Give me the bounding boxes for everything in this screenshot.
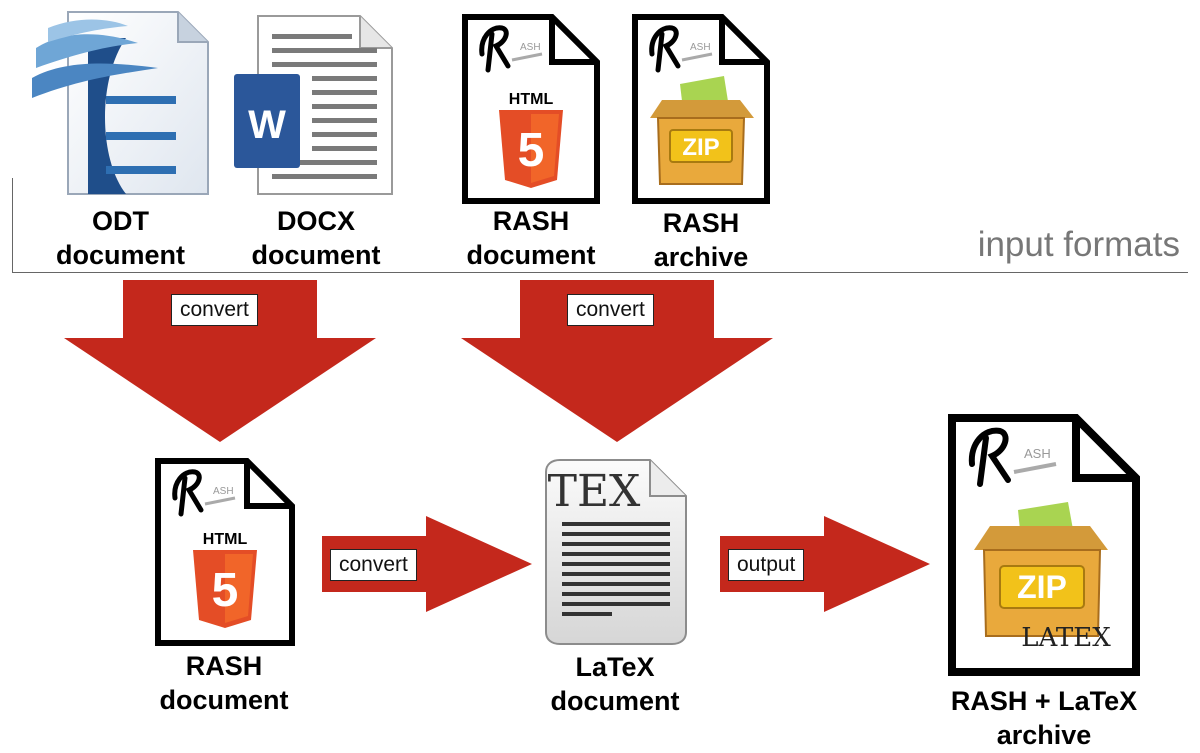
input-section-border-bottom [12, 272, 1188, 273]
rash-html-document-icon-middle: ASH HTML 5 [155, 458, 295, 646]
convert-right-tag: convert [330, 549, 417, 581]
input-formats-caption: input formats [977, 225, 1180, 264]
html-label: HTML [509, 91, 554, 108]
rash-archive-input-label: RASH archive [653, 208, 749, 272]
latex-document-label: LaTeX document [550, 652, 680, 716]
convert-down-arrow-right [461, 280, 773, 442]
output-archive-label: RASH + LaTeX archive [950, 686, 1138, 750]
docx-document-icon: W [234, 15, 393, 195]
rash-document-middle-label: RASH document [159, 651, 289, 715]
convert-down-left-tag: convert [171, 294, 258, 326]
word-logo-letter: W [248, 103, 286, 147]
convert-down-right-tag: convert [567, 294, 654, 326]
zip-label: ZIP [682, 134, 719, 161]
rash-html-document-icon: ASH HTML 5 [462, 14, 600, 204]
rash-zip-archive-icon: ASH ZIP [632, 14, 770, 204]
odt-document-label: ODT document [55, 206, 185, 270]
svg-text:ASH: ASH [213, 486, 234, 497]
rash-document-input-label: RASH document [466, 206, 596, 270]
output-right-tag: output [728, 549, 805, 581]
tex-logo: TEX [548, 466, 641, 517]
zip-label: ZIP [1017, 569, 1067, 605]
convert-right-arrow [322, 516, 532, 612]
html5-digit: 5 [212, 564, 239, 617]
odt-document-icon [32, 11, 209, 195]
input-section-border-left [12, 178, 13, 273]
html5-digit: 5 [518, 124, 545, 177]
latex-document-icon: TEX [545, 459, 687, 645]
latex-logo: LATEX [1021, 623, 1111, 653]
docx-document-label: DOCX document [251, 206, 381, 270]
svg-text:ASH: ASH [520, 42, 541, 53]
output-right-arrow [720, 516, 930, 612]
svg-text:ASH: ASH [690, 42, 711, 53]
convert-down-arrow-left [64, 280, 376, 442]
svg-text:ASH: ASH [1024, 446, 1051, 461]
html-label: HTML [203, 531, 248, 548]
rash-latex-archive-icon: ASH ZIP LATEX [948, 414, 1140, 676]
